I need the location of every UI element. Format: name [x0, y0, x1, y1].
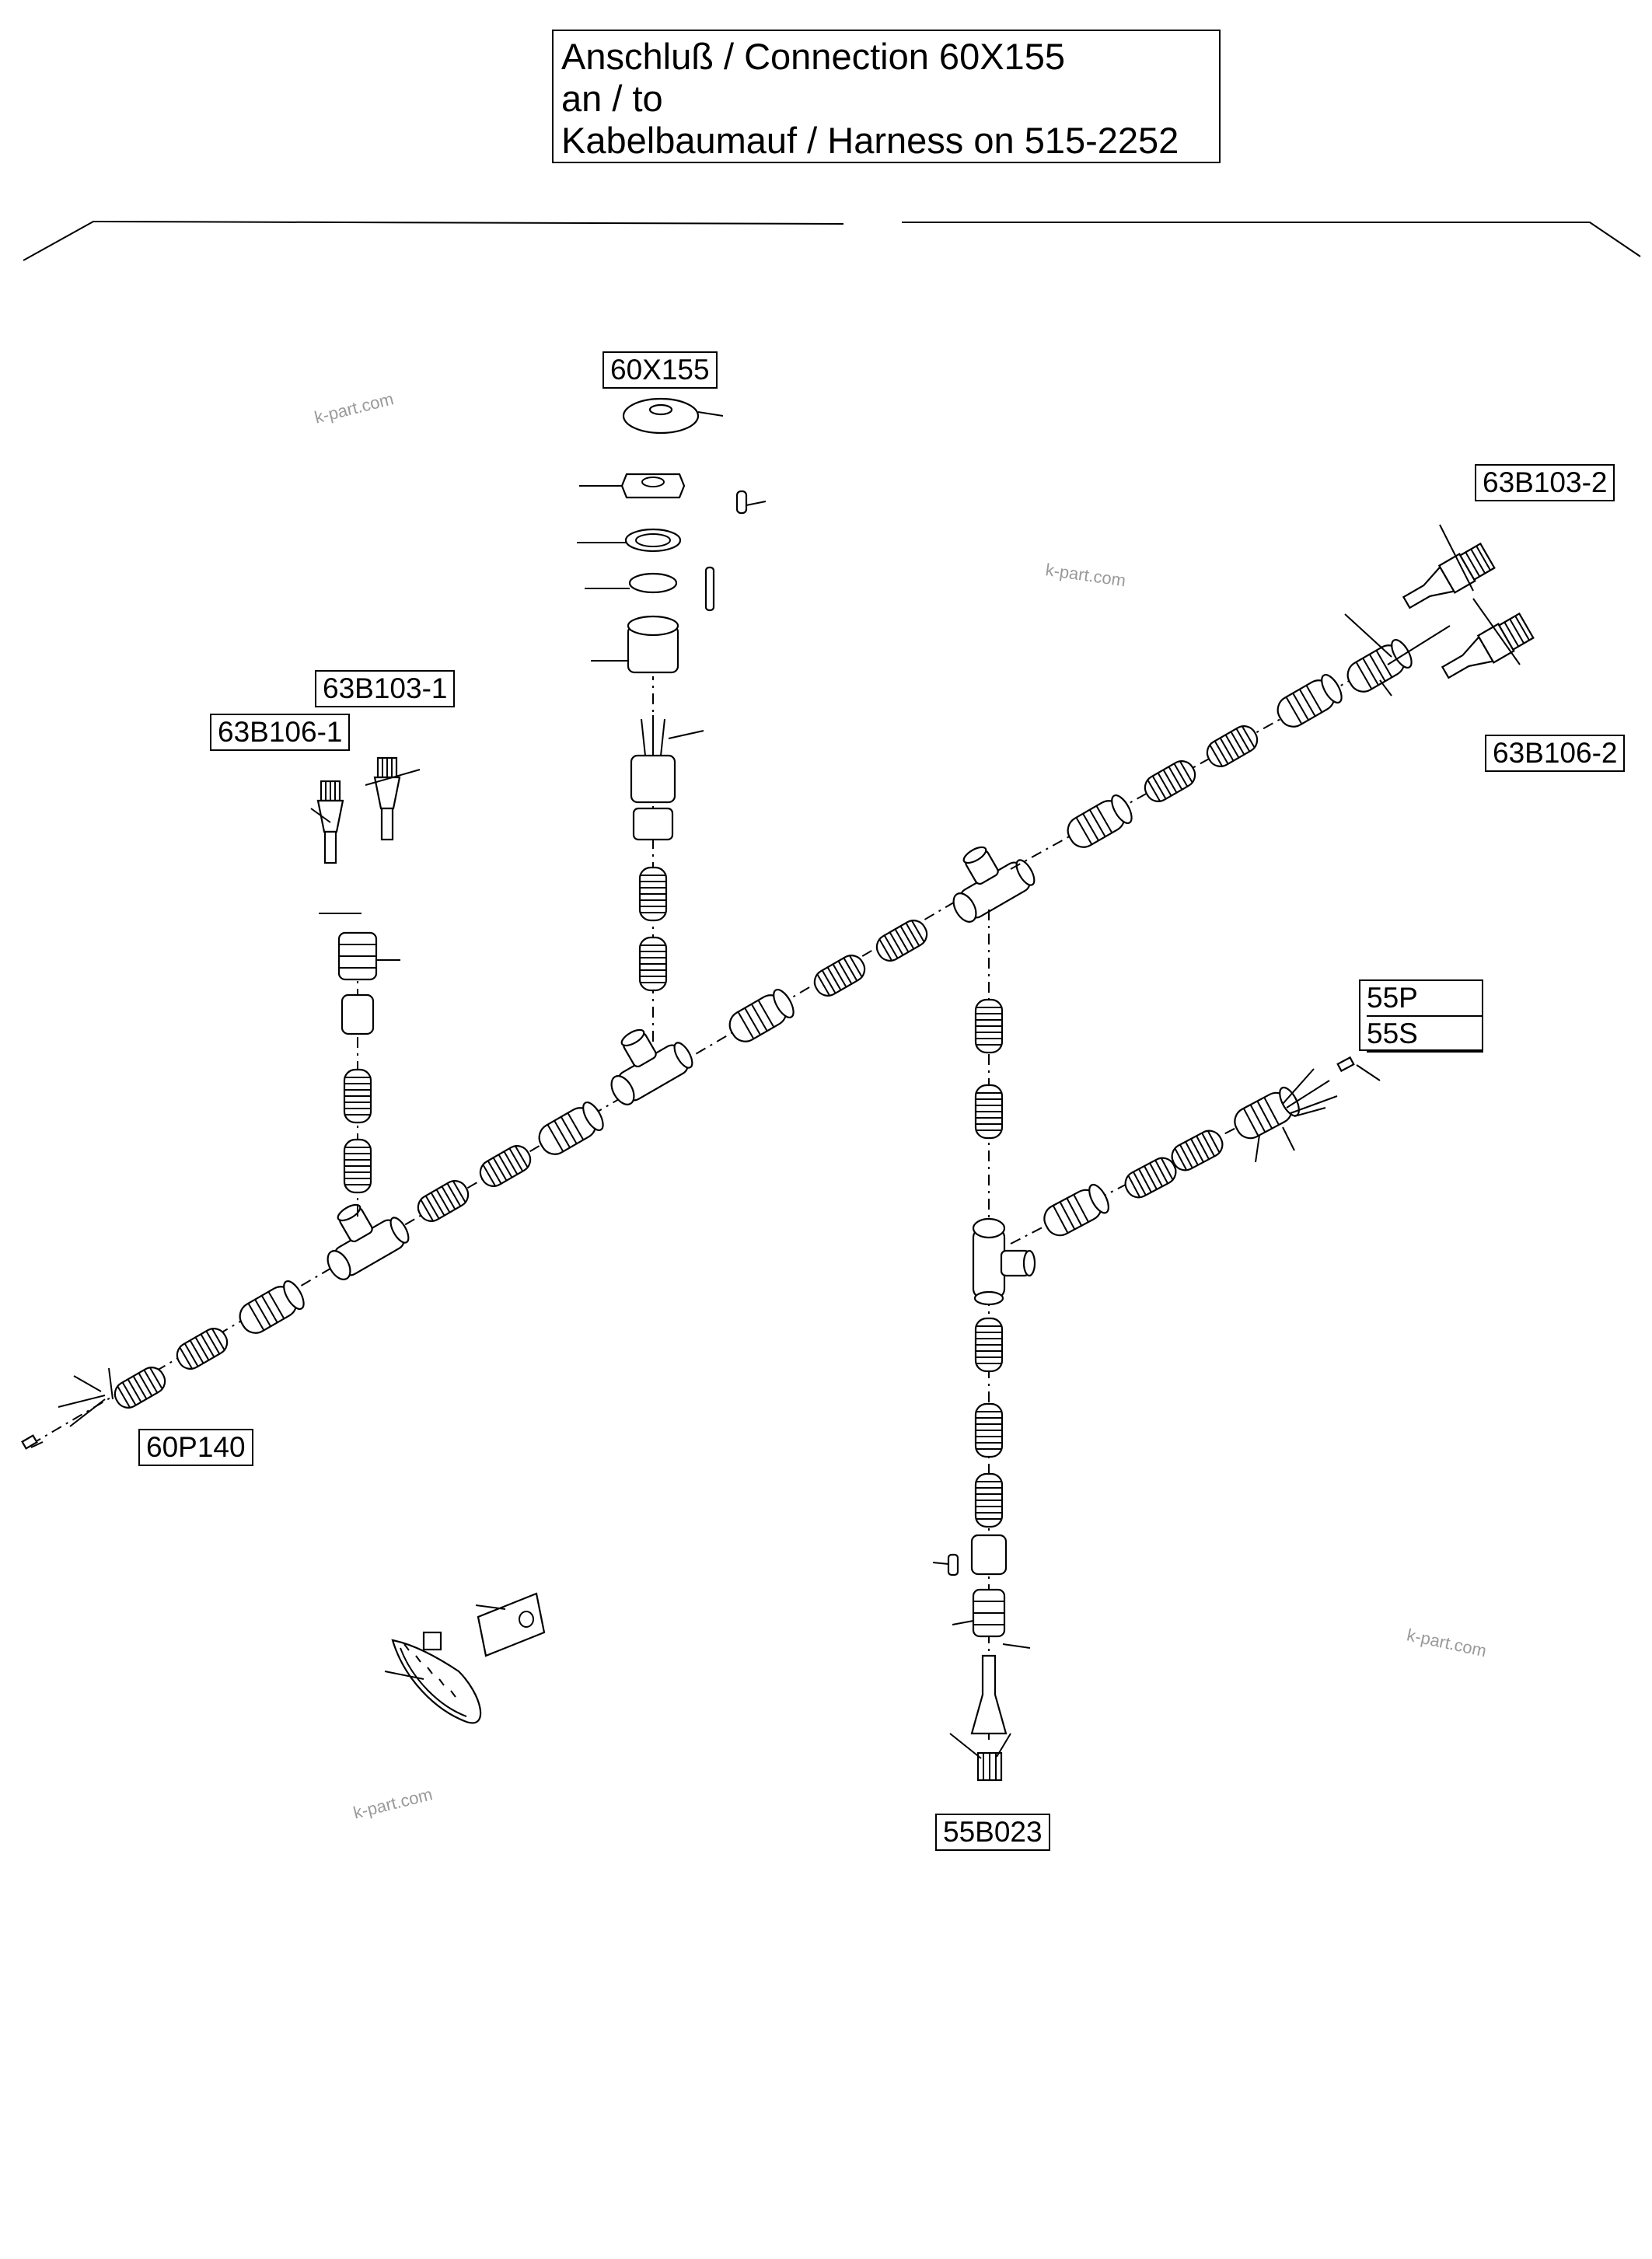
title-line-1: Anschluß / Connection 60X155 — [561, 36, 1065, 77]
callout-55p: 55P — [1367, 981, 1483, 1017]
callout-55p-55s-box: 55P 55S — [1359, 979, 1483, 1053]
cable-tie-icon — [384, 1631, 482, 1724]
callout-60x155: 60X155 — [602, 351, 718, 389]
title-line-2: an / to — [561, 78, 663, 119]
callout-55b023: 55B023 — [935, 1814, 1050, 1851]
callout-55s: 55S — [1367, 1017, 1483, 1053]
title-box: Anschluß / Connection 60X155 an / to Kab… — [552, 30, 1221, 163]
callout-63b103-2: 63B103-2 — [1475, 464, 1615, 501]
callout-63b106-1: 63B106-1 — [210, 714, 351, 751]
title-line-3: Kabelbaumauf / Harness on 515-2252 — [561, 120, 1179, 161]
label-tag-icon — [475, 1592, 546, 1657]
callout-63b106-2: 63B106-2 — [1485, 735, 1626, 772]
callout-60p140: 60P140 — [138, 1429, 253, 1466]
callout-63b103-1: 63B103-1 — [315, 670, 456, 707]
